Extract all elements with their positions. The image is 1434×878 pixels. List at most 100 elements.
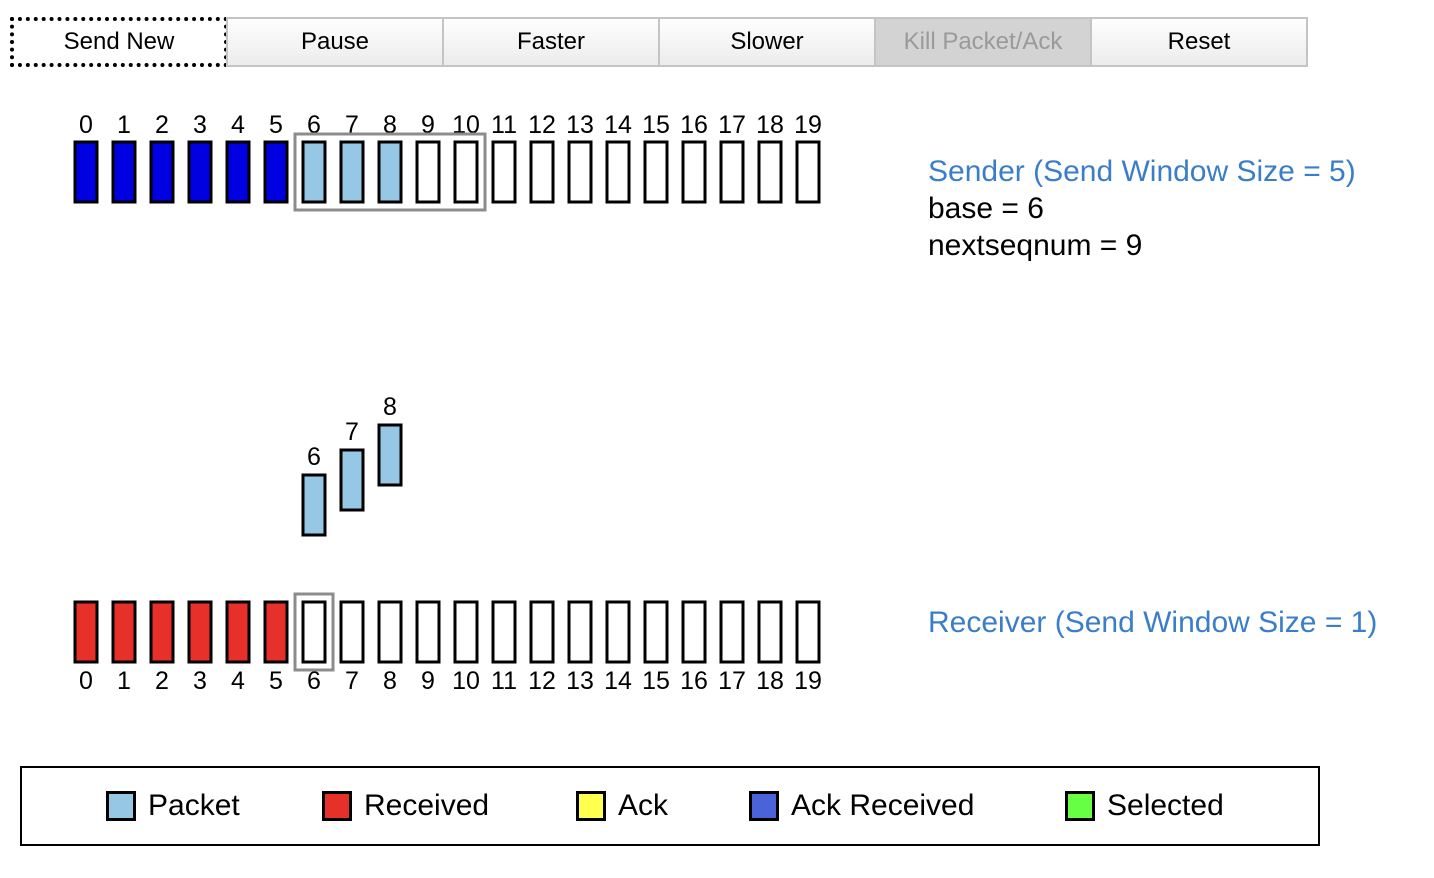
receiver-title: Receiver (Send Window Size = 1) — [928, 606, 1378, 639]
legend-ack-received-label: Ack Received — [791, 789, 975, 822]
sender-slot-label: 14 — [604, 111, 632, 139]
receiver-slot-label: 14 — [604, 667, 632, 695]
legend-received-label: Received — [364, 789, 490, 822]
in-flight-packet[interactable] — [339, 448, 365, 512]
receiver-slot-label: 17 — [718, 667, 746, 695]
sender-slot-14[interactable] — [605, 140, 631, 204]
legend: Packet Received Ack Ack Received Selecte… — [20, 766, 1320, 846]
receiver-slot-label: 10 — [452, 667, 480, 695]
in-flight-packet[interactable] — [301, 473, 327, 537]
legend-packet-label: Packet — [148, 789, 240, 822]
sender-slot-5[interactable] — [263, 140, 289, 204]
sender-slot-label: 18 — [756, 111, 784, 139]
toolbar: Send New Pause Faster Slower Kill Packet… — [10, 17, 1308, 67]
receiver-slot-19[interactable] — [795, 600, 821, 664]
sender-slot-label: 11 — [491, 111, 517, 139]
receiver-slot-label: 2 — [155, 667, 169, 695]
receiver-info: Receiver (Send Window Size = 1) — [928, 604, 1377, 641]
sender-slot-label: 15 — [642, 111, 670, 139]
sender-slot-10[interactable] — [453, 140, 479, 204]
receiver-slot-label: 1 — [117, 667, 131, 695]
receiver-slot-16[interactable] — [681, 600, 707, 664]
receiver-slot-9[interactable] — [415, 600, 441, 664]
sender-slot-9[interactable] — [415, 140, 441, 204]
sender-slot-11[interactable] — [491, 140, 517, 204]
receiver-slot-1[interactable] — [111, 600, 137, 664]
sender-slot-4[interactable] — [225, 140, 251, 204]
legend-selected-label: Selected — [1107, 789, 1224, 822]
receiver-slot-10[interactable] — [453, 600, 479, 664]
receiver-slot-3[interactable] — [187, 600, 213, 664]
pause-button[interactable]: Pause — [226, 17, 444, 67]
sender-slot-2[interactable] — [149, 140, 175, 204]
sender-slot-3[interactable] — [187, 140, 213, 204]
ack-swatch-icon — [576, 791, 606, 821]
receiver-slot-label: 9 — [421, 667, 435, 695]
sender-slot-13[interactable] — [567, 140, 593, 204]
receiver-slot-6[interactable] — [301, 600, 327, 664]
legend-ack-label: Ack — [618, 789, 669, 822]
sender-title: Sender (Send Window Size = 5) — [928, 155, 1356, 188]
receiver-slot-label: 13 — [566, 667, 594, 695]
sender-slot-label: 9 — [421, 111, 435, 139]
sender-slot-1[interactable] — [111, 140, 137, 204]
sender-slot-16[interactable] — [681, 140, 707, 204]
receiver-slot-label: 18 — [756, 667, 784, 695]
legend-received: Received — [322, 789, 489, 823]
slower-button[interactable]: Slower — [658, 17, 876, 67]
sender-slot-label: 12 — [528, 111, 556, 139]
sender-slot-6[interactable] — [301, 140, 327, 204]
sender-slot-label: 4 — [231, 111, 245, 139]
sender-slot-label: 17 — [718, 111, 746, 139]
sender-slot-label: 2 — [155, 111, 169, 139]
receiver-slot-0[interactable] — [73, 600, 99, 664]
ack-received-swatch-icon — [749, 791, 779, 821]
sender-window — [293, 132, 487, 212]
receiver-slot-11[interactable] — [491, 600, 517, 664]
legend-ack: Ack — [576, 789, 668, 823]
receiver-slot-5[interactable] — [263, 600, 289, 664]
receiver-slot-label: 16 — [680, 667, 708, 695]
receiver-slot-7[interactable] — [339, 600, 365, 664]
receiver-slot-label: 11 — [491, 667, 517, 695]
sender-slot-17[interactable] — [719, 140, 745, 204]
receiver-slot-label: 3 — [193, 667, 207, 695]
receiver-slot-18[interactable] — [757, 600, 783, 664]
receiver-slot-label: 12 — [528, 667, 556, 695]
sender-slot-label: 0 — [79, 111, 93, 139]
reset-button[interactable]: Reset — [1090, 17, 1308, 67]
sender-slot-18[interactable] — [757, 140, 783, 204]
sender-slot-12[interactable] — [529, 140, 555, 204]
sender-slot-7[interactable] — [339, 140, 365, 204]
packet-swatch-icon — [106, 791, 136, 821]
legend-packet: Packet — [106, 789, 240, 823]
receiver-slot-15[interactable] — [643, 600, 669, 664]
receiver-slot-8[interactable] — [377, 600, 403, 664]
sender-slot-8[interactable] — [377, 140, 403, 204]
in-flight-packet-label: 7 — [345, 418, 359, 446]
receiver-slot-14[interactable] — [605, 600, 631, 664]
in-flight-packet[interactable] — [377, 423, 403, 487]
receiver-slot-12[interactable] — [529, 600, 555, 664]
sender-slot-label: 5 — [269, 111, 283, 139]
receiver-slot-4[interactable] — [225, 600, 251, 664]
faster-button[interactable]: Faster — [442, 17, 660, 67]
sender-slot-label: 8 — [383, 111, 397, 139]
kill-packet-ack-button: Kill Packet/Ack — [874, 17, 1092, 67]
legend-selected: Selected — [1065, 789, 1224, 823]
selected-swatch-icon — [1065, 791, 1095, 821]
sender-slot-19[interactable] — [795, 140, 821, 204]
send-new-button[interactable]: Send New — [10, 17, 228, 67]
receiver-slot-13[interactable] — [567, 600, 593, 664]
receiver-slot-label: 8 — [383, 667, 397, 695]
sender-slot-15[interactable] — [643, 140, 669, 204]
sender-slot-0[interactable] — [73, 140, 99, 204]
legend-ack-received: Ack Received — [749, 789, 974, 823]
sender-nextseqnum: nextseqnum = 9 — [928, 229, 1143, 262]
receiver-slot-17[interactable] — [719, 600, 745, 664]
in-flight-packet-label: 6 — [307, 443, 321, 471]
receiver-slot-label: 4 — [231, 667, 245, 695]
receiver-slot-2[interactable] — [149, 600, 175, 664]
sender-slot-label: 1 — [117, 111, 131, 139]
